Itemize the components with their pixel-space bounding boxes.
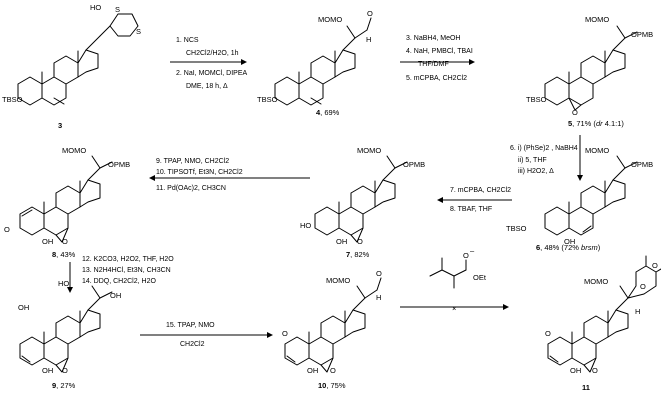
c11-momo: MOMO: [584, 277, 608, 286]
c4-h: H: [366, 35, 371, 44]
c8-opmb: OPMB: [108, 160, 130, 169]
compound-5-label: 5, 71% (dr 4.1:1): [568, 119, 624, 128]
step-d-2: 8. TBAF, THF: [450, 206, 492, 213]
c10-oh: OH: [307, 366, 318, 375]
dienolate-o-minus: O: [463, 251, 469, 260]
step-a-3: 2. NaI, MOMCl, DIPEA: [176, 70, 248, 77]
c7-opmb: OPMB: [403, 160, 425, 169]
step-f-1: 12. K2CO3, H2O2, THF, H2O: [82, 256, 174, 263]
c3-s1: S: [115, 5, 120, 14]
c8-o: O: [62, 237, 68, 246]
c8-oh: OH: [42, 237, 53, 246]
step-d-1: 7. mCPBA, CH2Cl2: [450, 187, 511, 194]
compound-9-structure: [19, 285, 113, 373]
dienolate-reagent: [429, 257, 467, 289]
c4-momo: MOMO: [318, 15, 342, 24]
compound-6-label: 6, 48% (72% brsm): [536, 243, 601, 252]
c5-o: O: [572, 108, 578, 117]
c8-momo: MOMO: [62, 146, 86, 155]
compound-10-structure: [284, 277, 382, 373]
compound-5-structure: [544, 25, 638, 111]
c8-o-ketone: O: [4, 225, 10, 234]
compound-6-structure: [544, 155, 638, 236]
step-e-3: 11. Pd(OAc)2, CH3CN: [156, 185, 226, 192]
c3-ho: HO: [90, 3, 101, 12]
c3-s2: S: [136, 27, 141, 36]
c5-tbso: TBSO: [526, 95, 547, 104]
c7-o: O: [357, 237, 363, 246]
compound-4-label: 4, 69%: [316, 108, 340, 117]
step-a-4: DME, 18 h, Δ: [186, 83, 228, 90]
c10-o2: O: [330, 366, 336, 375]
c9-o: O: [62, 366, 68, 375]
dienolate-charge: –: [470, 246, 475, 255]
compound-7-structure: [314, 155, 408, 243]
compound-11-label: 11: [582, 383, 590, 392]
compound-7-label: 7, 82%: [346, 250, 370, 259]
c10-o: O: [376, 269, 382, 278]
c7-momo: MOMO: [357, 146, 381, 155]
c7-ho: HO: [300, 221, 311, 230]
c11-o: O: [592, 366, 598, 375]
c3-tbso: TBSO: [2, 95, 23, 104]
c10-momo: MOMO: [326, 276, 350, 285]
step-c-2: ii) 5, THF: [518, 157, 547, 164]
c5-opmb: OPMB: [631, 30, 653, 39]
step-b-2: 4. NaH, PMBCl, TBAI: [406, 48, 473, 55]
step-e-1: 9. TPAP, NMO, CH2Cl2: [156, 158, 229, 165]
step-g-1: 15. TPAP, NMO: [166, 322, 215, 329]
c6-tbso: TBSO: [506, 224, 527, 233]
compound-8-label: 8, 43%: [52, 250, 76, 259]
c5-momo: MOMO: [585, 15, 609, 24]
c6-oh: OH: [564, 237, 575, 246]
c4-o: O: [367, 9, 373, 18]
c6-momo: MOMO: [585, 146, 609, 155]
step-e-2: 10. TIPSOTf, Et3N, CH2Cl2: [156, 169, 243, 176]
c6-opmb: OPMB: [631, 160, 653, 169]
c9-oh-bottom: OH: [42, 366, 53, 375]
c11-o-lactone: O: [652, 261, 658, 270]
c9-oh-side: OH: [110, 291, 121, 300]
c11-oh: OH: [570, 366, 581, 375]
compound-4-structure: [274, 17, 372, 106]
c11-o-ketone: O: [545, 329, 551, 338]
c9-oh-top: OH: [18, 303, 29, 312]
compound-8-structure: [19, 155, 113, 243]
step-f-3: 14. DDQ, CH2Cl2, H2O: [82, 278, 156, 285]
step-b-1: 3. NaBH4, MeOH: [406, 35, 460, 42]
c4-tbso: TBSO: [257, 95, 278, 104]
step-a-1: 1. NCS: [176, 37, 199, 44]
step-b-3: THF/DMF: [418, 61, 449, 68]
step-b-4: 5. mCPBA, CH2Cl2: [406, 75, 467, 82]
step-f-2: 13. N2H4HCl, Et3N, CH3CN: [82, 267, 171, 274]
compound-3-label: 3: [58, 121, 62, 130]
blocked-mark: ×: [452, 304, 456, 313]
c11-h: H: [635, 307, 640, 316]
c10-h: H: [376, 293, 381, 302]
c11-o-ring: O: [640, 282, 646, 291]
compound-9-label: 9, 27%: [52, 381, 76, 390]
c9-ho: HO: [58, 279, 69, 288]
c10-o-ketone: O: [282, 329, 288, 338]
compound-10-label: 10, 75%: [318, 381, 346, 390]
step-a-2: CH2Cl2/H2O, 1h: [186, 50, 239, 57]
step-g-2: CH2Cl2: [180, 341, 205, 348]
step-c-1: 6. i) (PhSe)2 , NaBH4: [510, 145, 578, 152]
compound-3-structure: [17, 13, 139, 106]
c7-oh: OH: [336, 237, 347, 246]
dienolate-oet: OEt: [473, 273, 487, 282]
step-c-3: iii) H2O2, Δ: [518, 168, 554, 175]
compound-11-structure: [547, 255, 661, 373]
